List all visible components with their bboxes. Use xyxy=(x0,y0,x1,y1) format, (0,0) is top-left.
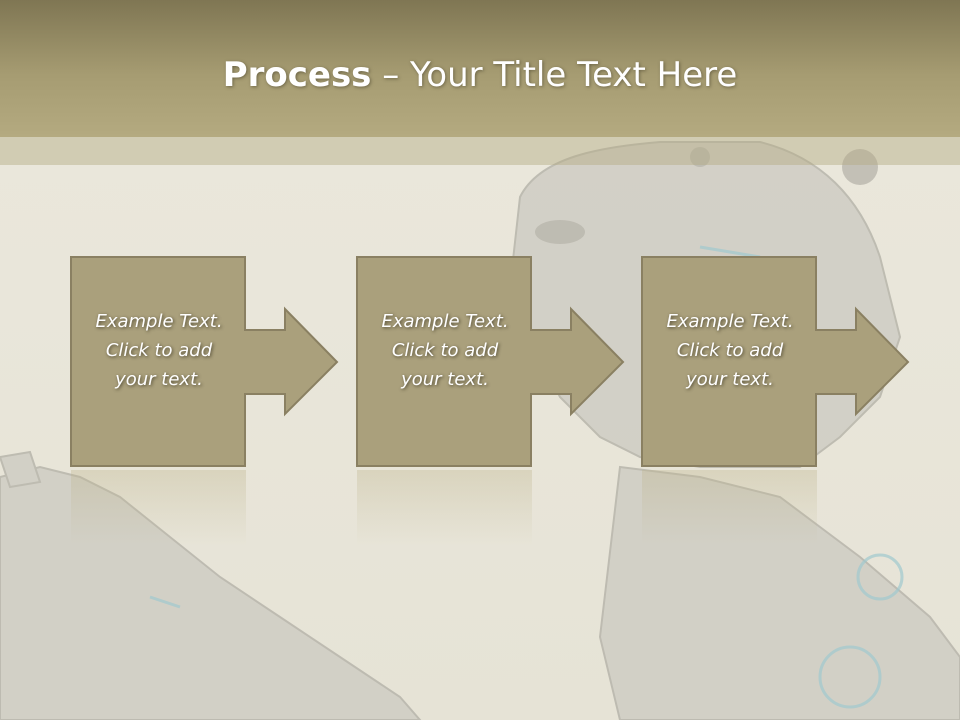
arrow-right-icon xyxy=(70,256,339,467)
title-rest: – Your Title Text Here xyxy=(371,55,738,95)
step-reflection xyxy=(71,470,246,545)
robot-illustration xyxy=(0,141,960,720)
process-step-2[interactable]: Example Text. Click to add your text. xyxy=(356,256,693,467)
step-line: Click to add xyxy=(391,340,499,361)
step-line: Click to add xyxy=(105,340,213,361)
step-line: your text. xyxy=(686,369,774,390)
step-text[interactable]: Example Text. Click to add your text. xyxy=(75,307,243,394)
arrow-right-icon xyxy=(356,256,625,467)
arrow-right-icon xyxy=(641,256,910,467)
title-band xyxy=(0,137,960,165)
step-line: your text. xyxy=(401,369,489,390)
slide-title[interactable]: Process – Your Title Text Here xyxy=(0,52,960,98)
process-step-3[interactable]: Example Text. Click to add your text. xyxy=(641,256,960,467)
step-line: Example Text. xyxy=(95,311,223,332)
step-line: your text. xyxy=(115,369,203,390)
process-step-1[interactable]: Example Text. Click to add your text. xyxy=(70,256,407,467)
step-line: Example Text. xyxy=(381,311,509,332)
step-text[interactable]: Example Text. Click to add your text. xyxy=(361,307,529,394)
step-line: Click to add xyxy=(676,340,784,361)
title-bold: Process xyxy=(222,55,372,95)
step-reflection xyxy=(642,470,817,545)
step-line: Example Text. xyxy=(666,311,794,332)
title-bar xyxy=(0,0,960,137)
step-reflection xyxy=(357,470,532,545)
step-text[interactable]: Example Text. Click to add your text. xyxy=(646,307,814,394)
